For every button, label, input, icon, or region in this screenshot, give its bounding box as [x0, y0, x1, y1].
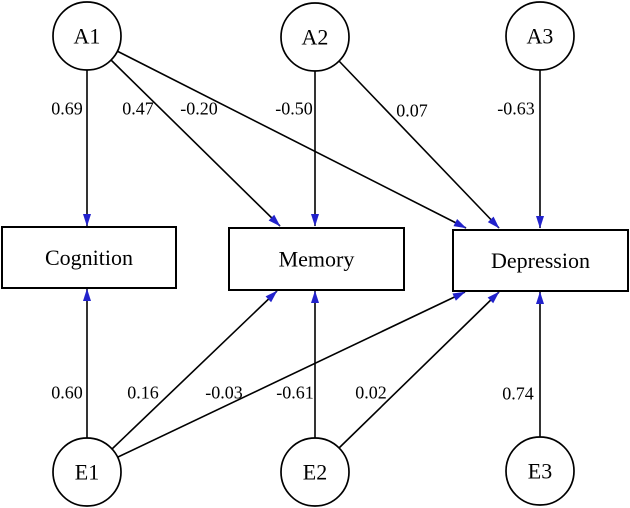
path-coefficient-E1-Depression: -0.03 — [205, 382, 243, 402]
path-arrow-E1-Depression — [117, 291, 466, 458]
node-label-E3: E3 — [528, 459, 552, 484]
phenotype-box-Depression — [452, 229, 629, 292]
node-label-E2: E2 — [303, 460, 327, 485]
path-coefficient-A2-Memory: -0.50 — [275, 98, 313, 118]
latent-node-E3 — [505, 436, 575, 506]
path-coefficient-E3-Depression: 0.74 — [502, 383, 534, 403]
latent-node-A3 — [505, 1, 575, 71]
path-coefficient-A2-Depression: 0.07 — [396, 100, 428, 120]
latent-node-A1 — [52, 1, 122, 71]
phenotype-box-Cognition — [1, 226, 177, 289]
path-coefficient-E1-Memory: 0.16 — [127, 382, 159, 402]
latent-node-A2 — [280, 2, 350, 72]
node-label-E1: E1 — [75, 460, 99, 485]
path-arrow-A2-Depression — [338, 60, 500, 229]
node-label-A3: A3 — [527, 24, 554, 49]
latent-node-E1 — [52, 437, 122, 507]
path-coefficient-E2-Depression: 0.02 — [355, 382, 387, 402]
path-coefficient-A1-Cognition: 0.69 — [51, 98, 83, 118]
node-label-Memory: Memory — [279, 247, 355, 272]
path-arrow-E2-Depression — [338, 291, 500, 449]
path-arrow-A1-Memory — [110, 59, 281, 227]
path-coefficient-A3-Depression: -0.63 — [497, 98, 535, 118]
node-label-Cognition: Cognition — [45, 245, 133, 270]
path-arrow-A1-Depression — [116, 50, 467, 229]
path-coefficient-A1-Depression: -0.20 — [180, 98, 218, 118]
phenotype-box-Memory — [228, 227, 405, 291]
path-coefficient-E1-Cognition: 0.60 — [51, 382, 83, 402]
node-label-A2: A2 — [302, 25, 329, 50]
latent-node-E2 — [280, 437, 350, 507]
node-label-A1: A1 — [74, 24, 101, 49]
node-label-Depression: Depression — [491, 248, 590, 273]
path-coefficient-A1-Memory: 0.47 — [122, 98, 154, 118]
path-coefficient-E2-Memory: -0.61 — [276, 382, 314, 402]
path-arrow-E1-Memory — [111, 290, 278, 450]
